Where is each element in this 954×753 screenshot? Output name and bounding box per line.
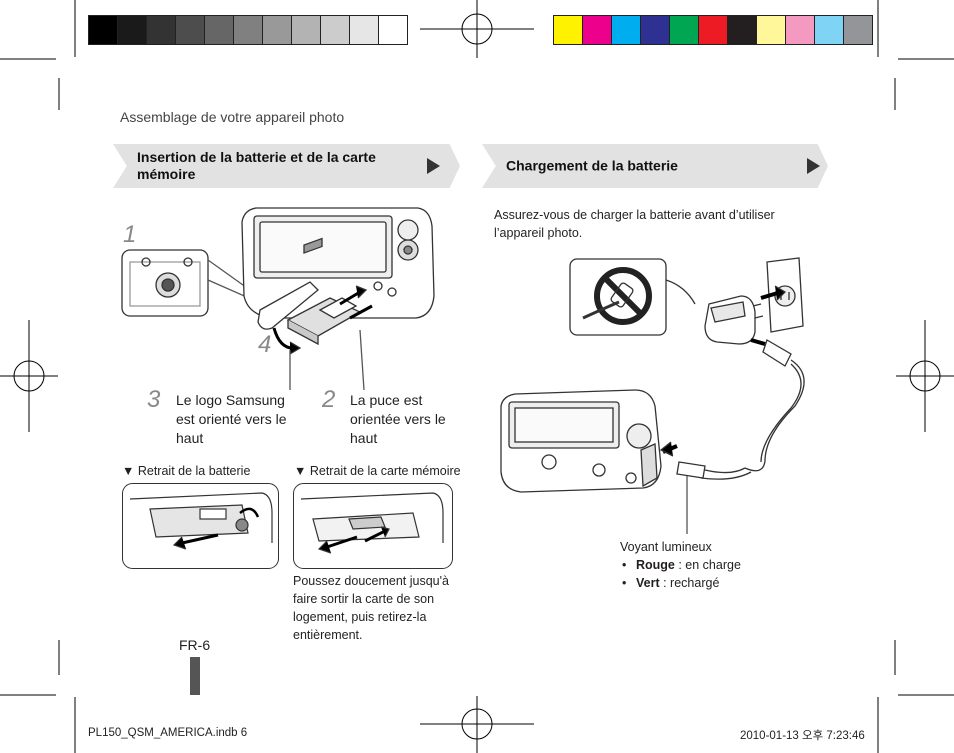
color-swatch: [262, 15, 292, 45]
color-swatch: [233, 15, 263, 45]
card-removal-note: Poussez doucement jusqu'à faire sortir l…: [293, 574, 449, 642]
color-swatch: [553, 15, 583, 45]
indicator-desc: : rechargé: [659, 576, 720, 590]
color-swatch: [727, 15, 757, 45]
gray-color-bar: [88, 15, 408, 45]
color-swatch: [669, 15, 699, 45]
color-swatch: [640, 15, 670, 45]
color-swatch: [378, 15, 408, 45]
removal-card-caption: ▼ Retrait de la carte mémoire: [294, 464, 461, 478]
step-number-4: 4: [258, 331, 272, 358]
page-sidebar-bar: [190, 657, 200, 695]
color-swatch: [814, 15, 844, 45]
color-swatch: [320, 15, 350, 45]
color-swatch: [785, 15, 815, 45]
charging-intro: Assurez-vous de charger la batterie avan…: [494, 208, 775, 240]
play-arrow-icon: [427, 158, 440, 174]
indicator-term: Vert: [636, 576, 660, 590]
step-2-text: La puce est orientée vers le haut: [350, 392, 446, 446]
card-removal-illustration: [293, 483, 453, 569]
color-swatch: [843, 15, 873, 45]
charging-illustration: [500, 257, 805, 534]
indicator-item-red: Rouge : en charge: [620, 556, 741, 574]
color-swatch: [204, 15, 234, 45]
color-swatch: [582, 15, 612, 45]
color-swatch: [117, 15, 147, 45]
color-swatch: [698, 15, 728, 45]
section-heading-battery-card: Insertion de la batterie et de la carte …: [113, 144, 460, 188]
footer-file-name: PL150_QSM_AMERICA.indb 6: [88, 727, 248, 739]
section-heading-text: Insertion de la batterie et de la carte …: [137, 149, 376, 182]
step-number-2: 2: [322, 386, 336, 413]
battery-removal-illustration: [122, 483, 279, 569]
color-swatch: [291, 15, 321, 45]
battery-insertion-illustration: [121, 207, 435, 390]
indicator-title: Voyant lumineux: [620, 540, 712, 554]
color-swatch: [88, 15, 118, 45]
play-arrow-icon: [807, 158, 820, 174]
indicator-legend: Voyant lumineux Rouge : en charge Vert :…: [620, 538, 741, 592]
cmyk-color-bar: [553, 15, 873, 45]
running-header: Assemblage de votre appareil photo: [120, 109, 345, 125]
color-swatch: [175, 15, 205, 45]
color-swatch: [146, 15, 176, 45]
removal-battery-caption: ▼ Retrait de la batterie: [122, 464, 251, 478]
indicator-item-green: Vert : rechargé: [620, 574, 741, 592]
color-swatch: [611, 15, 641, 45]
page-number: FR-6: [179, 637, 211, 653]
step-3-text: Le logo Samsung est orienté vers le haut: [176, 392, 287, 446]
footer-timestamp: 2010-01-13 오후 7:23:46: [740, 730, 865, 742]
color-swatch: [349, 15, 379, 45]
step-number-1: 1: [123, 221, 137, 248]
color-swatch: [756, 15, 786, 45]
section-heading-text: Chargement de la batterie: [506, 157, 678, 174]
step-number-3: 3: [147, 386, 161, 413]
indicator-desc: : en charge: [674, 558, 741, 572]
section-heading-charging: Chargement de la batterie: [482, 144, 828, 188]
indicator-term: Rouge: [636, 558, 675, 572]
